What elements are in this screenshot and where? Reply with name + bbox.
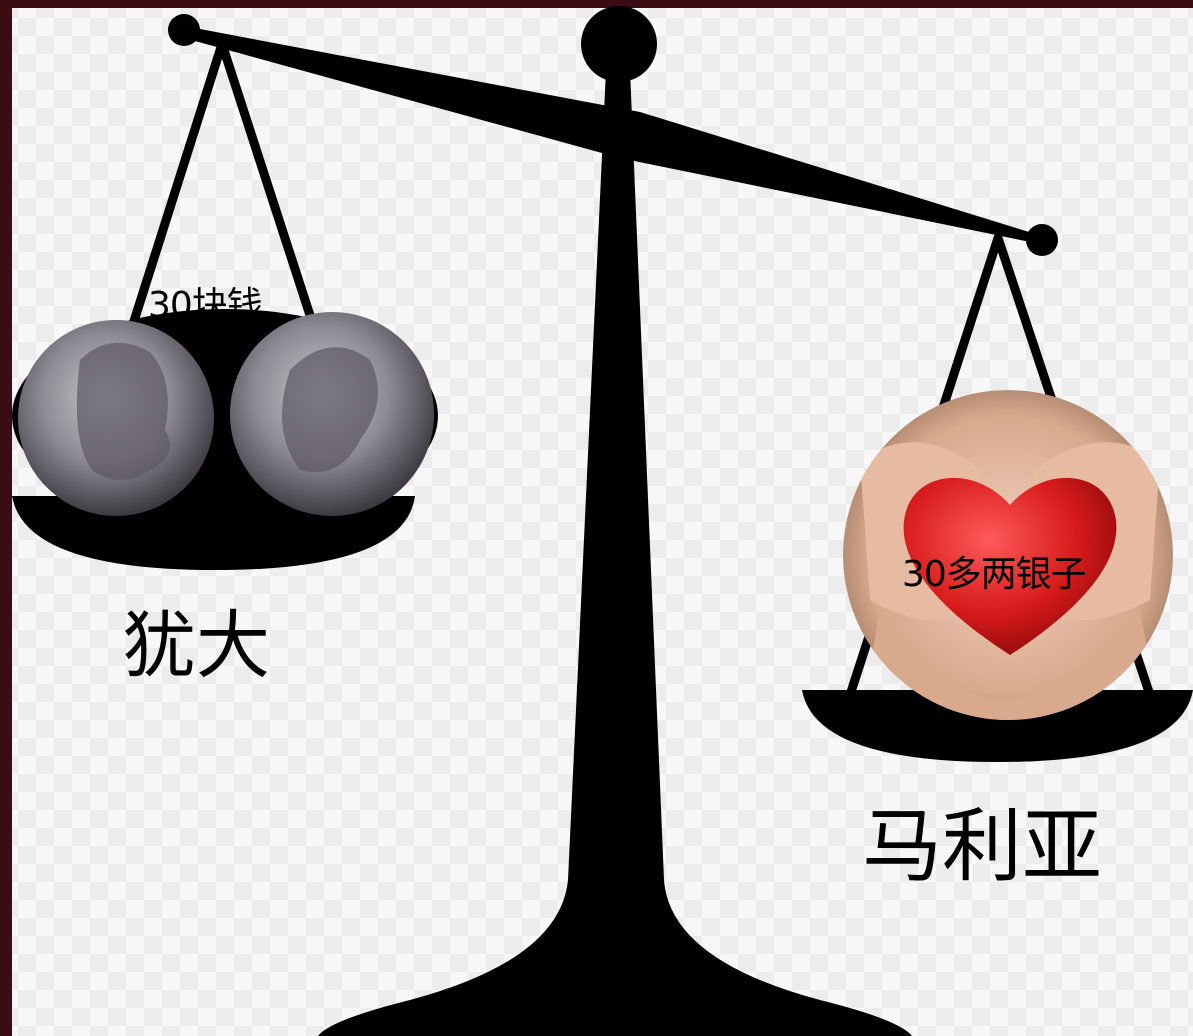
heart-icon (903, 477, 1117, 655)
left-pan-amount-label: 30块钱 (148, 285, 263, 326)
left-pan-strings (123, 39, 323, 345)
right-pan (802, 690, 1193, 762)
heart-hands-image (843, 390, 1173, 720)
beam-right-end (1026, 224, 1058, 256)
right-pan-name-label: 马利亚 (862, 800, 1102, 893)
beam-left-end (168, 14, 200, 46)
right-pan-amount-label: 30多两银子 (902, 554, 1087, 595)
left-pan-name-label: 犹大 (122, 603, 270, 689)
coins-image (12, 309, 438, 523)
scale-post (318, 70, 912, 1036)
scale-top-knob (581, 6, 657, 82)
scale-beam (184, 26, 1042, 244)
